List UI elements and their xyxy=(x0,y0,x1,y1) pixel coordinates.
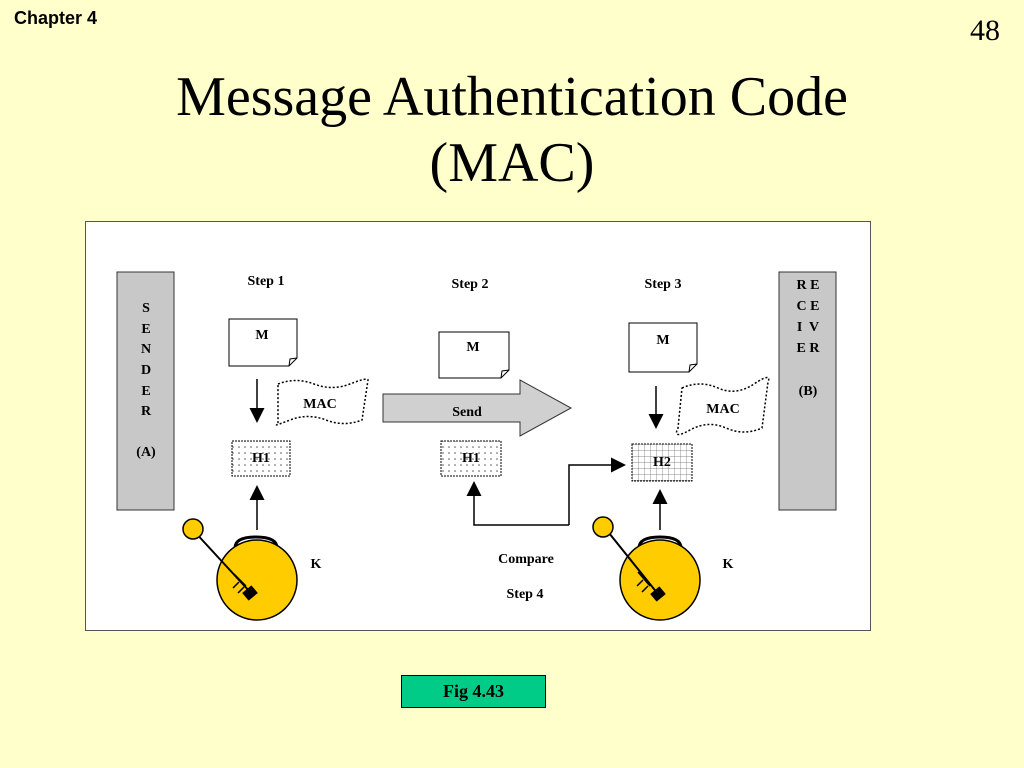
document-fold-2 xyxy=(500,369,510,379)
mac-box-2 xyxy=(675,376,770,436)
mac-label-2: MAC xyxy=(706,402,739,417)
receiver-panel xyxy=(778,271,837,511)
step-3-label: Step 3 xyxy=(645,277,682,292)
message-document-3 xyxy=(628,322,698,373)
slide-title: Message Authentication Code (MAC) xyxy=(0,64,1024,196)
document-fold-1 xyxy=(288,357,298,367)
title-line-1: Message Authentication Code xyxy=(176,66,848,128)
title-line-2: (MAC) xyxy=(429,132,595,194)
message-label-2: M xyxy=(466,340,479,355)
sender-letter-4: D xyxy=(141,363,151,378)
step-1-label: Step 1 xyxy=(248,274,285,289)
message-label-1: M xyxy=(255,328,268,343)
compare-arrow-to-h1 xyxy=(466,481,569,526)
figure-caption: Fig 4.43 xyxy=(401,675,546,708)
receiver-line-1: R E xyxy=(797,278,820,293)
h1-label-1: H1 xyxy=(252,451,270,466)
step-4-label: Step 4 xyxy=(507,587,544,602)
message-document-2 xyxy=(438,331,510,379)
receiver-id: (B) xyxy=(799,384,818,399)
mac-label-1: MAC xyxy=(303,397,336,412)
message-label-3: M xyxy=(656,333,669,348)
send-arrow xyxy=(382,379,573,437)
lock-key-icon-1 xyxy=(182,518,298,621)
compare-arrow-to-h2 xyxy=(568,457,626,525)
sender-letter-6: R xyxy=(141,404,152,419)
slide-number: 48 xyxy=(970,14,1000,47)
compare-label: Compare xyxy=(498,552,554,567)
chapter-label: Chapter 4 xyxy=(14,8,98,28)
mac-diagram-svg: S E N D E R (A) R E C E I V E R (B) Step… xyxy=(116,271,837,621)
h1-box-1 xyxy=(231,440,291,477)
receiver-line-2: C E xyxy=(797,299,820,314)
sender-letter-3: N xyxy=(141,342,151,357)
sender-letter-1: S xyxy=(142,301,150,316)
h1-label-2: H1 xyxy=(462,451,480,466)
sender-letter-5: E xyxy=(141,384,150,399)
lock-key-icon-2 xyxy=(592,516,701,621)
step-2-label: Step 2 xyxy=(452,277,489,292)
mac-diagram: S E N D E R (A) R E C E I V E R (B) Step… xyxy=(85,221,871,631)
mac-box-1 xyxy=(275,378,369,426)
key-label-1: K xyxy=(311,557,322,572)
h2-box xyxy=(631,443,693,482)
document-fold-3 xyxy=(688,363,698,373)
sender-letter-2: E xyxy=(141,322,150,337)
key-label-2: K xyxy=(723,557,734,572)
send-label: Send xyxy=(452,405,482,420)
h1-box-2 xyxy=(440,440,502,477)
sender-panel xyxy=(116,271,175,511)
message-document-1 xyxy=(228,318,298,367)
receiver-line-3: I V xyxy=(797,320,819,335)
receiver-line-4: E R xyxy=(797,341,821,356)
sender-id: (A) xyxy=(136,445,156,460)
h2-label: H2 xyxy=(653,455,671,470)
